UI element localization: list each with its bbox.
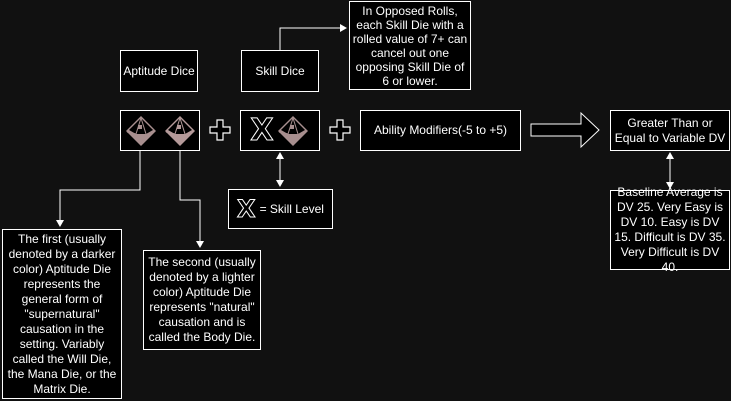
- aptitude-dice-box: [120, 110, 200, 151]
- d10-dark-icon: [125, 115, 156, 146]
- first-die-description: The first (usually denoted by a darker c…: [2, 229, 122, 399]
- skill-level-label: = Skill Level: [259, 201, 324, 216]
- aptitude-dice-label: Aptitude Dice: [120, 50, 198, 92]
- ability-modifiers-box: Ability Modifiers(-5 to +5): [360, 110, 521, 151]
- variable-dv-box: Greater Than or Equal to Variable DV: [610, 110, 730, 151]
- first-die-connector: [56, 150, 141, 227]
- second-die-description: The second (usually denoted by a lighter…: [143, 250, 261, 350]
- skill-dice-label: Skill Dice: [241, 50, 319, 92]
- skill-level-box: X = Skill Level: [228, 189, 333, 229]
- d10-skill-icon: [277, 115, 308, 146]
- skill-dice-box: X: [240, 110, 320, 151]
- skill-x-glyph: X: [250, 112, 274, 148]
- opposed-rolls-note: In Opposed Rolls, each Skill Die with a …: [349, 1, 471, 90]
- d10-light-icon: [164, 115, 195, 146]
- skill-level-x-glyph: X: [237, 195, 256, 224]
- second-die-connector: [179, 150, 204, 248]
- plus-icon: [209, 119, 351, 141]
- skill-dice-to-note-connector: [279, 24, 347, 50]
- result-arrow-icon: [530, 111, 600, 149]
- dv-baseline-box: Baseline Average is DV 25. Very Easy is …: [610, 185, 730, 274]
